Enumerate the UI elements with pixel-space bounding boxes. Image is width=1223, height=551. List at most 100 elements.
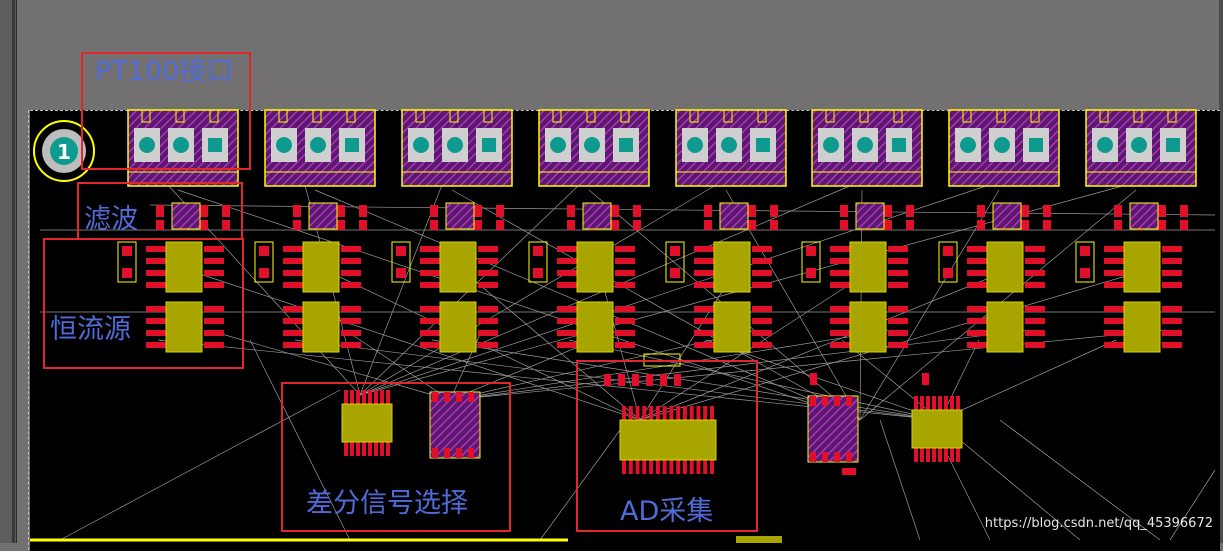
ic-pin	[628, 460, 633, 474]
ic-pin	[655, 406, 660, 420]
ic-pin	[694, 270, 714, 276]
ic-pin	[967, 282, 987, 288]
filter-label: 滤波	[84, 204, 138, 235]
filter-pad	[748, 205, 756, 217]
ic-pin	[752, 246, 772, 252]
ratsnest-line	[461, 269, 641, 421]
filter-pad	[359, 220, 367, 230]
ic-pin	[810, 452, 816, 462]
ic-pin	[350, 442, 354, 456]
ic-pin	[557, 318, 577, 324]
connector-tab	[825, 109, 835, 123]
connector-pin-hole	[994, 137, 1010, 153]
ic-pin	[810, 396, 816, 406]
mux-ic-2	[429, 391, 481, 459]
ic-pin	[846, 452, 852, 462]
left-panel-edge	[0, 0, 17, 543]
ad-box	[576, 360, 758, 532]
ic-pin	[374, 390, 378, 404]
ic-pin	[204, 270, 224, 276]
connector-pin-hole	[892, 138, 906, 152]
ic-pin	[967, 318, 987, 324]
filter-pad	[1114, 220, 1122, 230]
ic-pin	[1025, 282, 1045, 288]
ic-pin	[926, 448, 930, 462]
ic-pin	[846, 396, 852, 406]
pt100-box	[81, 52, 251, 170]
ic-pin	[380, 390, 384, 404]
ic-pin	[920, 448, 924, 462]
filter-pad	[1043, 205, 1051, 217]
ic-pin	[694, 258, 714, 264]
ic-pin	[432, 392, 438, 402]
filter-pad	[474, 220, 482, 230]
filter-cap	[308, 202, 338, 230]
connector-pin-hole	[550, 137, 566, 153]
ic-pin	[1162, 246, 1182, 252]
ic-pin	[283, 270, 303, 276]
ic-pin	[888, 318, 908, 324]
connector-tab	[346, 109, 356, 123]
filter-pad	[200, 205, 208, 217]
ratsnest-line	[359, 184, 717, 396]
connector-tab	[209, 109, 219, 123]
filter-pad	[430, 205, 438, 217]
ic-pin	[557, 270, 577, 276]
connector-pin-hole	[687, 137, 703, 153]
filter-pad	[906, 220, 914, 230]
ic-pin	[888, 246, 908, 252]
ic-pin	[1104, 258, 1124, 264]
ratsnest-line	[249, 339, 351, 541]
ic-right-1	[807, 395, 859, 463]
connector-tab	[1133, 109, 1143, 123]
ic-pin	[888, 342, 908, 348]
connector-tab	[620, 109, 630, 123]
ic-pin	[662, 460, 667, 474]
ic-pin	[888, 330, 908, 336]
opamp-ic	[576, 301, 614, 353]
connector-tab	[689, 109, 699, 123]
current-source-box	[43, 238, 244, 369]
filter-pad	[337, 205, 345, 217]
ic-pin	[420, 330, 440, 336]
ic-pin	[694, 282, 714, 288]
ic-right-2	[911, 409, 963, 449]
ic-pin	[615, 342, 635, 348]
filter-pad	[156, 205, 164, 217]
filter-pad	[1114, 205, 1122, 217]
ic-pin	[967, 246, 987, 252]
ic-pin	[1162, 330, 1182, 336]
ic-pin	[689, 460, 694, 474]
ic-pin	[478, 330, 498, 336]
ic-pin	[478, 270, 498, 276]
ic-pin	[1025, 246, 1045, 252]
ic-pin	[694, 318, 714, 324]
resistor-pad	[1080, 268, 1090, 278]
connector-tab	[723, 109, 733, 123]
filter-pad	[977, 220, 985, 230]
ic-pin	[146, 330, 166, 336]
ic-pin	[374, 442, 378, 456]
ic-pin	[478, 246, 498, 252]
filter-pad	[200, 220, 208, 230]
ic-pin	[642, 460, 647, 474]
resistor-pad	[122, 268, 132, 278]
ic-pin	[1162, 282, 1182, 288]
ic-pin	[368, 390, 372, 404]
right-passive-pad	[810, 373, 817, 385]
ic-pin	[615, 306, 635, 312]
connector-tab	[278, 109, 288, 123]
ad-passive-pad	[604, 374, 611, 386]
ic-pin	[888, 282, 908, 288]
ic-pin	[420, 270, 440, 276]
ic-pin	[822, 452, 828, 462]
ad-passive-pad	[632, 374, 639, 386]
ic-pin	[615, 246, 635, 252]
ic-pin	[967, 270, 987, 276]
opamp-ic	[302, 241, 340, 293]
ad-passive-pad	[646, 374, 653, 386]
ic-pin	[662, 406, 667, 420]
opamp-ic	[1123, 241, 1161, 293]
fiducial-marker: 1	[32, 119, 96, 183]
